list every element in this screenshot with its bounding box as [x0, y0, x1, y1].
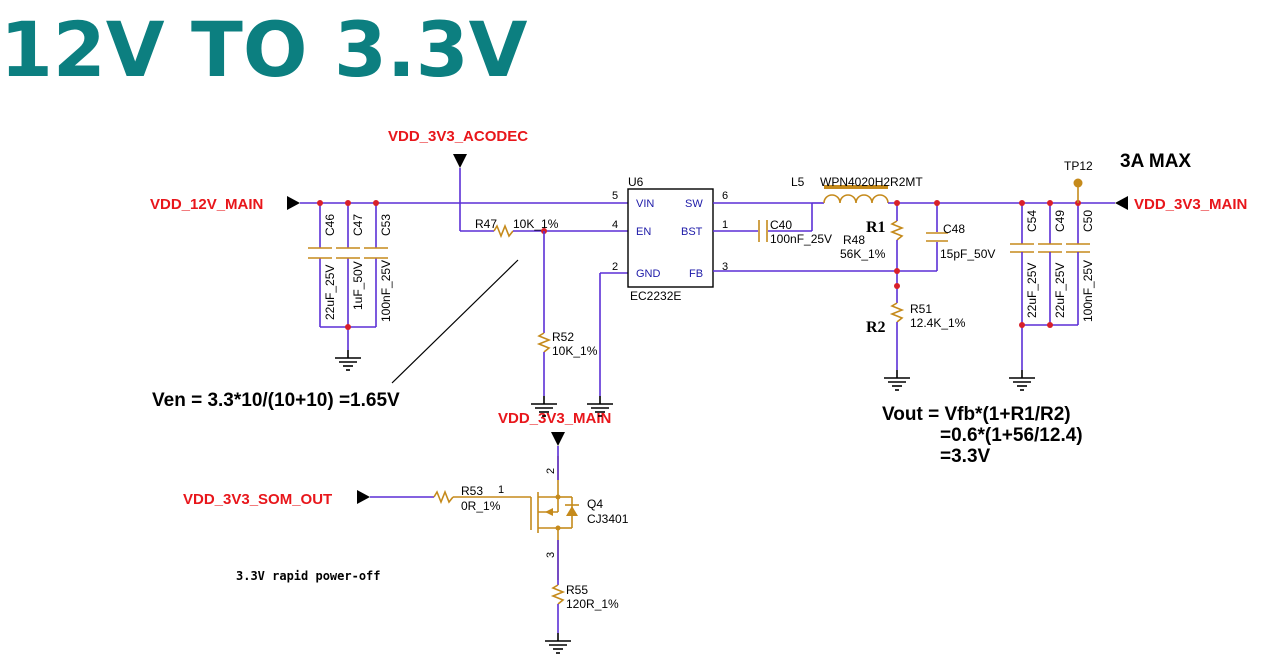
ic-ref: U6 — [628, 175, 644, 189]
ic-u6 — [627, 188, 714, 288]
pin-vin-label: VIN — [636, 198, 654, 210]
net-label-acodec: VDD_3V3_ACODEC — [388, 128, 528, 145]
page-title: 12V TO 3.3V — [0, 5, 528, 94]
input-arrow-icon — [357, 490, 370, 504]
value-c46: 22uF_25V — [323, 265, 337, 320]
ground-icon — [883, 369, 911, 391]
ref-r48: R48 — [843, 233, 865, 247]
resistor-r52 — [536, 332, 552, 353]
net-label-vin: VDD_12V_MAIN — [150, 196, 263, 213]
pin-fb-label: FB — [689, 268, 703, 280]
value-r47: 10K_1% — [513, 217, 559, 231]
pin-number-en: 4 — [612, 219, 618, 231]
value-c40: 100nF_25V — [770, 232, 832, 246]
resistor-r53 — [433, 489, 454, 505]
value-c47: 1uF_50V — [351, 261, 365, 310]
pin-en-label: EN — [636, 226, 651, 238]
down-arrow-icon — [453, 154, 467, 168]
capacitor-c50 — [1066, 243, 1090, 253]
value-r52: 10K_1% — [552, 344, 598, 358]
capacitor-c53 — [364, 247, 388, 259]
value-c49: 22uF_25V — [1053, 263, 1067, 318]
resistor-r48 — [889, 220, 905, 241]
input-arrow-icon — [287, 196, 300, 210]
inductor-core-icon — [824, 185, 888, 189]
value-q4: CJ3401 — [587, 512, 629, 526]
ref-l5: L5 — [791, 175, 805, 189]
ref-r52: R52 — [552, 330, 574, 344]
ground-icon — [1008, 369, 1036, 391]
pin-number-fb: 3 — [722, 261, 728, 273]
value-c53: 100nF_25V — [379, 260, 393, 322]
down-arrow-icon — [551, 432, 565, 446]
ref-c53: C53 — [379, 214, 393, 236]
ref-q4: Q4 — [587, 497, 603, 511]
value-c48: 15pF_50V — [940, 247, 995, 261]
pin-number-bst: 1 — [722, 219, 728, 231]
ref-c54: C54 — [1025, 210, 1039, 232]
ref-r55: R55 — [566, 583, 588, 597]
equation-vout-line2: =0.6*(1+56/12.4) — [940, 425, 1083, 446]
pin-gnd-label: GND — [636, 268, 661, 280]
diode-icon — [566, 506, 578, 516]
value-r55: 120R_1% — [566, 597, 619, 611]
capacitor-c46 — [308, 247, 332, 259]
ref-c48: C48 — [943, 222, 965, 236]
equation-vout-line3: =3.3V — [940, 446, 991, 467]
value-c50: 100nF_25V — [1081, 260, 1095, 322]
value-r53: 0R_1% — [461, 499, 501, 513]
resistor-r47 — [493, 223, 514, 239]
net-label-som-out: VDD_3V3_SOM_OUT — [183, 491, 332, 508]
resistor-r51 — [889, 302, 905, 323]
capacitor-c54 — [1010, 243, 1034, 253]
value-r51: 12.4K_1% — [910, 316, 966, 330]
mosfet-arrow-icon — [545, 508, 553, 516]
q4-source-pin: 2 — [545, 468, 557, 474]
value-r48: 56K_1% — [840, 247, 886, 261]
ic-part-number: EC2232E — [630, 289, 681, 303]
ref-tp12: TP12 — [1064, 159, 1093, 173]
ground-icon — [334, 349, 362, 371]
annotation-pointer — [391, 259, 519, 384]
ref-r47: R47 — [475, 217, 497, 231]
ref-c50: C50 — [1081, 210, 1095, 232]
pin-number-gnd: 2 — [612, 261, 618, 273]
ref-r51: R51 — [910, 302, 932, 316]
net-label-vout-lower: VDD_3V3_MAIN — [498, 410, 611, 427]
resistor-label-r1: R1 — [866, 219, 886, 236]
resistor-label-r2: R2 — [866, 319, 886, 336]
equation-ven: Ven = 3.3*10/(10+10) =1.65V — [152, 390, 400, 411]
max-current-label: 3A MAX — [1120, 151, 1191, 172]
ref-c49: C49 — [1053, 210, 1067, 232]
ref-c40: C40 — [770, 218, 792, 232]
pin-number-sw: 6 — [722, 190, 728, 202]
pin-sw-label: SW — [685, 198, 703, 210]
net-label-vout: VDD_3V3_MAIN — [1134, 196, 1247, 213]
ref-r53: R53 — [461, 484, 483, 498]
capacitor-c47 — [336, 247, 360, 259]
capacitor-c48 — [926, 232, 948, 242]
capacitor-c40 — [758, 220, 768, 242]
resistor-r55 — [550, 584, 566, 605]
value-l5: WPN4020H2R2MT — [820, 175, 923, 189]
ground-icon — [544, 632, 572, 654]
capacitor-c49 — [1038, 243, 1062, 253]
value-c54: 22uF_25V — [1025, 263, 1039, 318]
ref-c46: C46 — [323, 214, 337, 236]
test-point-tp12 — [1073, 178, 1083, 188]
pin-bst-label: BST — [681, 226, 703, 238]
q4-drain-pin: 3 — [545, 552, 557, 558]
inductor-l5 — [823, 194, 889, 204]
equation-vout-line1: Vout = Vfb*(1+R1/R2) — [882, 404, 1071, 425]
q4-gate-pin: 1 — [498, 484, 504, 496]
ref-c47: C47 — [351, 214, 365, 236]
note-rapid-power-off: 3.3V rapid power-off — [236, 569, 381, 583]
input-arrow-icon — [1115, 196, 1128, 210]
pin-number-vin: 5 — [612, 190, 618, 202]
